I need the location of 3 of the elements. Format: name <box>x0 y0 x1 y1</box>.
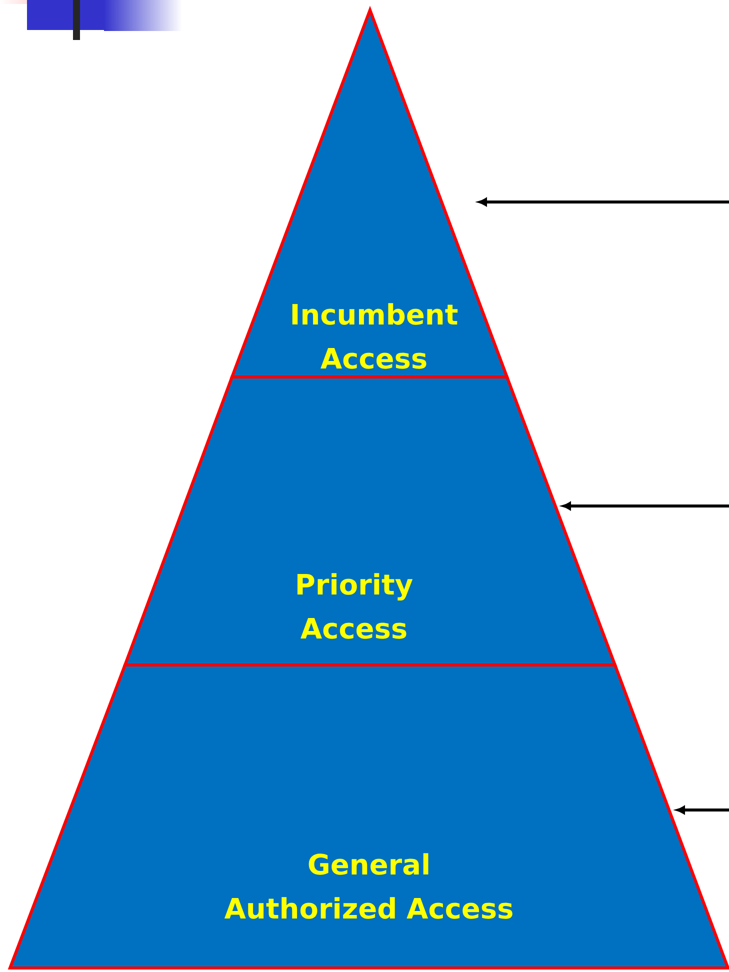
arrow <box>478 198 729 206</box>
arrow <box>562 502 729 510</box>
arrow <box>676 806 729 814</box>
